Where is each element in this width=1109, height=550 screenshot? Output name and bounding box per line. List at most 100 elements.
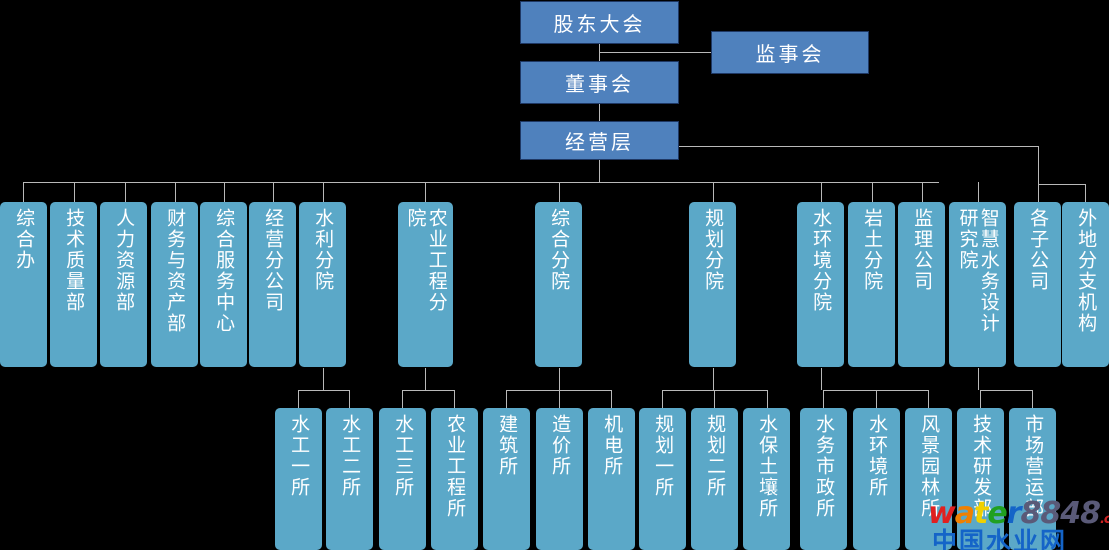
sub-leg-shjs [876,390,877,408]
box-department-slfy[interactable]: 水利分院 [299,202,346,367]
box-department-zhhb-label: 综合办 [13,208,36,271]
box-department-ytfy-label: 岩土分院 [861,208,884,292]
box-subdept-sbtrs[interactable]: 水保土壤所 [743,408,790,550]
sub-leg-jsyfb [980,390,981,408]
box-subdept-zjs-label: 造价所 [549,414,572,477]
box-subdept-shjs[interactable]: 水环境所 [853,408,900,550]
sub-bus-slfy [298,390,349,391]
drop-zhswyjy [978,182,979,202]
box-department-gzgs[interactable]: 各子公司 [1014,202,1061,367]
box-management-layer-label: 经营层 [565,130,634,154]
box-subdept-shjs-label: 水环境所 [866,414,889,498]
box-department-jszlb-label: 技术质量部 [63,208,86,313]
box-department-ghfy[interactable]: 规划分院 [689,202,736,367]
box-subdept-jsyfb-label: 技术研发部 [970,414,993,519]
box-department-zhswyjy-label: 智慧水务设计研究院 [956,208,1000,334]
box-subdept-jds[interactable]: 机电所 [588,408,635,550]
box-department-nygcfy[interactable]: 农业工程分院 [398,202,453,367]
box-department-slfy-label: 水利分院 [312,208,335,292]
drop-zhfy [559,182,560,202]
drop-jyfgs [273,182,274,202]
connector-board-management [599,104,600,126]
box-subdept-sg3-label: 水工三所 [392,414,415,498]
box-subdept-scyyb[interactable]: 市场营运部 [1009,408,1056,550]
box-subdept-fjyls[interactable]: 风景园林所 [905,408,952,550]
box-supervisors-board-label: 监事会 [755,42,825,66]
connector-right-branch-drop [1038,146,1039,184]
drop-slfy [323,182,324,202]
connector-management-drop [599,160,600,182]
box-subdept-gh1[interactable]: 规划一所 [639,408,686,550]
sub-drop-ghfy [713,368,714,390]
sub-leg-nygcs [454,390,455,408]
box-subdept-sg2[interactable]: 水工二所 [326,408,373,550]
box-department-wdfzjg[interactable]: 外地分支机构 [1062,202,1109,367]
drop-ytfy [872,182,873,202]
box-department-jlgs-label: 监理公司 [911,208,934,292]
connector-to-supervisors [599,52,711,53]
box-subdept-sg1[interactable]: 水工一所 [275,408,322,550]
drop-zhfwzx [224,182,225,202]
box-department-zhfy-label: 综合分院 [548,208,571,292]
box-department-jyfgs[interactable]: 经营分公司 [249,202,296,367]
box-department-shjfy[interactable]: 水环境分院 [797,202,844,367]
box-management-layer[interactable]: 经营层 [520,121,679,160]
box-department-jyfgs-label: 经营分公司 [262,208,285,313]
box-subdept-sg3[interactable]: 水工三所 [379,408,426,550]
box-subdept-gh1-label: 规划一所 [652,414,675,498]
box-shareholders-meeting[interactable]: 股东大会 [520,1,679,44]
sub-leg-fjyls [928,390,929,408]
box-subdept-jzs[interactable]: 建筑所 [483,408,530,550]
sub-leg-jzs [506,390,507,408]
box-subdept-nygcs[interactable]: 农业工程所 [431,408,478,550]
drop-shjfy [821,182,822,202]
drop-zhhb [23,182,24,202]
box-department-ghfy-label: 规划分院 [702,208,725,292]
box-subdept-gh2[interactable]: 规划二所 [691,408,738,550]
box-department-gzgs-label: 各子公司 [1027,208,1050,292]
box-department-rlzyb[interactable]: 人力资源部 [100,202,147,367]
drop-nygcfy [425,182,426,202]
box-board-of-directors-label: 董事会 [565,72,634,96]
box-department-jlgs[interactable]: 监理公司 [898,202,945,367]
box-department-jszlb[interactable]: 技术质量部 [50,202,97,367]
box-subdept-zjs[interactable]: 造价所 [536,408,583,550]
box-department-cwzcb-label: 财务与资产部 [164,208,187,334]
box-department-zhfy[interactable]: 综合分院 [535,202,582,367]
box-subdept-sg1-label: 水工一所 [288,414,311,498]
box-supervisors-board[interactable]: 监事会 [711,31,869,74]
box-subdept-scyyb-label: 市场营运部 [1022,414,1045,519]
sub-drop-slfy [323,368,324,390]
sub-drop-zhswyjy [978,368,979,390]
box-subdept-swszs[interactable]: 水务市政所 [800,408,847,550]
sub-leg-scyyb [1032,390,1033,408]
sub-bus-zhswyjy [980,390,1032,391]
box-department-zhhb[interactable]: 综合办 [0,202,47,367]
box-subdept-sg2-label: 水工二所 [339,414,362,498]
box-subdept-jsyfb[interactable]: 技术研发部 [957,408,1004,550]
box-department-zhfwzx[interactable]: 综合服务中心 [200,202,247,367]
drop-jlgs [922,182,923,202]
box-shareholders-meeting-label: 股东大会 [553,12,646,36]
sub-leg-gh2 [714,390,715,408]
sub-leg-zjs [559,390,560,408]
sub-leg-gh1 [662,390,663,408]
sub-leg-sbtrs [767,390,768,408]
drop-wdfzjg [1085,184,1086,202]
drop-rlzyb [125,182,126,202]
box-department-cwzcb[interactable]: 财务与资产部 [151,202,198,367]
box-subdept-jzs-label: 建筑所 [496,414,519,477]
box-board-of-directors[interactable]: 董事会 [520,61,679,104]
drop-gzgs [1038,184,1039,202]
box-subdept-swszs-label: 水务市政所 [813,414,836,519]
sub-leg-swszs [823,390,824,408]
sub-bus-shjfy [823,390,928,391]
sub-bus-zhfy [506,390,611,391]
sub-drop-nygcfy [425,368,426,390]
box-department-rlzyb-label: 人力资源部 [113,208,136,313]
box-subdept-nygcs-label: 农业工程所 [444,414,467,519]
drop-cwzcb [175,182,176,202]
box-department-ytfy[interactable]: 岩土分院 [848,202,895,367]
box-department-zhswyjy[interactable]: 智慧水务设计研究院 [949,202,1006,367]
